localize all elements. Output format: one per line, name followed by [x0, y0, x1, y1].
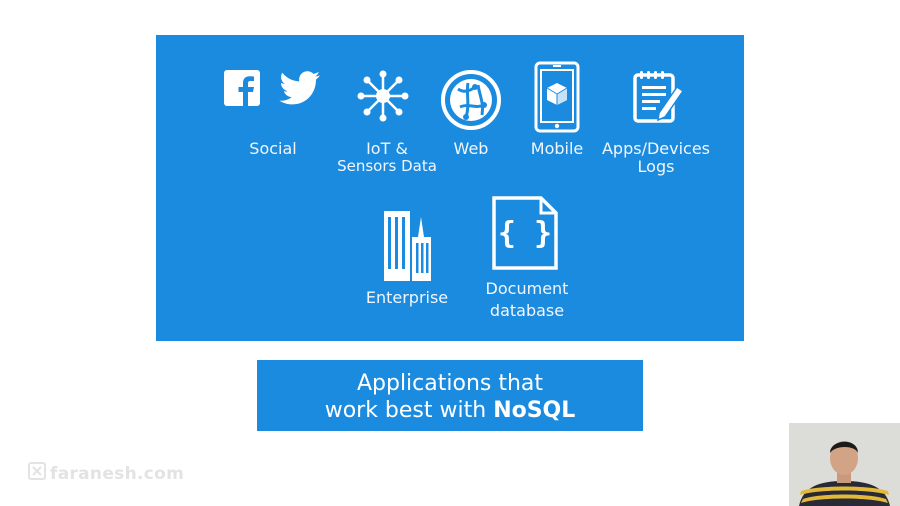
- enterprise-buildings-icon: [381, 207, 435, 281]
- watermark: faranesh.com: [28, 462, 184, 485]
- iot-hub-icon: [356, 69, 410, 123]
- label-apps-line2: Logs: [637, 157, 675, 176]
- web-globe-icon: [440, 69, 502, 131]
- twitter-icon: [279, 71, 321, 105]
- label-social: Social: [249, 139, 297, 158]
- diagram-panel: Social IoT & Sensors Data: [156, 35, 744, 341]
- watermark-logo-icon: [28, 462, 46, 485]
- banner-line2-prefix: work best with: [324, 398, 494, 423]
- banner-nosql-emphasis: NoSQL: [493, 398, 576, 423]
- label-document-line2: database: [489, 301, 565, 320]
- presenter-avatar: [789, 423, 900, 506]
- label-mobile: Mobile: [530, 139, 584, 158]
- banner-line2: work best with NoSQL: [257, 397, 643, 424]
- mobile-phone-icon: [534, 61, 580, 133]
- label-document-line1: Document: [485, 279, 569, 298]
- document-database-icon: { }: [491, 195, 559, 271]
- nosql-banner: Applications that work best with NoSQL: [257, 360, 643, 431]
- label-iot-line1: IoT &: [366, 139, 408, 158]
- svg-text:{ }: { }: [498, 216, 552, 251]
- banner-line1: Applications that: [356, 371, 544, 396]
- label-apps-line1: Apps/Devices: [601, 139, 711, 158]
- label-iot-line2: Sensors Data: [337, 157, 437, 175]
- label-web: Web: [453, 139, 489, 158]
- facebook-icon: [224, 70, 260, 106]
- log-notepad-icon: [631, 69, 687, 125]
- watermark-text: faranesh.com: [50, 463, 185, 484]
- presenter-webcam: [789, 423, 900, 506]
- label-enterprise: Enterprise: [365, 288, 449, 307]
